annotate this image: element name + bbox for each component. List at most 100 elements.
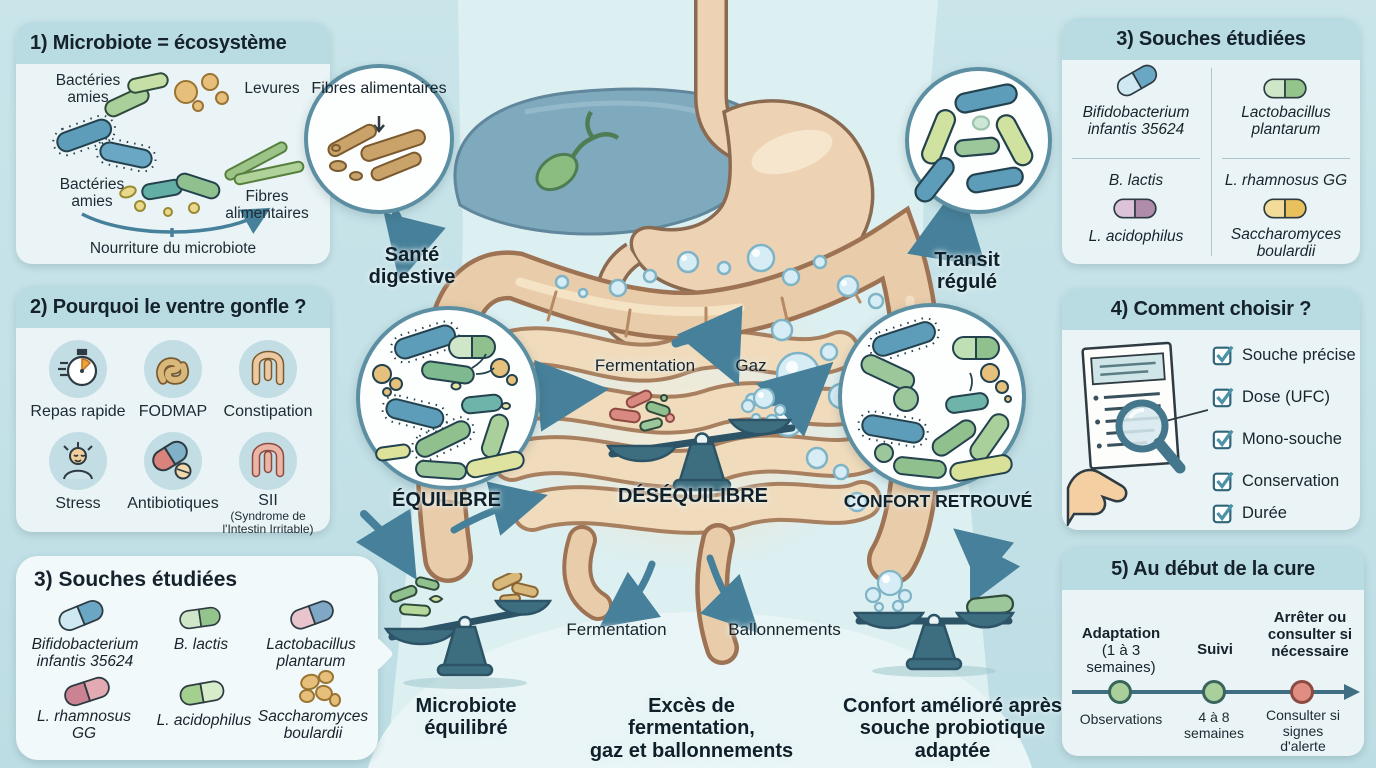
panel2-header: 2) Pourquoi le ventre gonfle ?: [16, 286, 330, 328]
intestine-icon: [144, 340, 202, 398]
checklist-item: Mono-souche: [1242, 429, 1342, 448]
step2-top: Suivi: [1197, 641, 1233, 658]
check-dose-ufc: Dose (UFC): [1212, 386, 1330, 408]
step1-subtitle: (1 à 3 semaines): [1086, 641, 1156, 676]
timeline-dot-suivi: [1202, 680, 1226, 704]
exces-line1: Excès de fermentation,: [628, 695, 755, 740]
strain-acidophilus: L. acidophilus: [1088, 228, 1184, 245]
strain-bifidobacterium: Bifidobacterium infantis 35624: [31, 636, 139, 671]
strain-b-lactis: B. lactis: [173, 636, 229, 653]
cause-constipation: Constipation: [218, 340, 318, 421]
repas-rapide-label: Repas rapide: [30, 403, 126, 420]
check-mono-souche: Mono-souche: [1212, 428, 1342, 450]
panel-souches-etudiees-left: 3) Souches étudiées Bifidobacterium infa…: [16, 556, 378, 760]
stopwatch-icon: [49, 340, 107, 398]
step3-top: Arrêter ou consulter si nécessaire: [1267, 609, 1353, 660]
step2-bottom: 4 à 8 semaines: [1184, 709, 1244, 741]
checklist-item: Durée: [1242, 503, 1287, 522]
cause-sii: SII (Syndrome de l'Intestin Irritable): [218, 432, 318, 535]
capsule-icon: [1258, 76, 1312, 101]
bacteries-amies-bottom-label: Bactéries amies: [59, 176, 125, 211]
cure-timeline: [1072, 680, 1360, 704]
yeast-icon: [294, 668, 344, 712]
microbiote-ecosystem-illustration: [52, 72, 305, 237]
check-conservation: Conservation: [1212, 470, 1339, 492]
capsule-icon: [173, 602, 228, 633]
exces-fermentation-label: Excès de fermentation, gaz et ballonneme…: [584, 695, 799, 762]
check-duree: Durée: [1212, 502, 1287, 524]
levures-label: Levures: [244, 80, 300, 97]
fibres-circle-label: Fibres alimentaires: [311, 80, 447, 97]
fodmap-label: FODMAP: [138, 403, 208, 420]
strain-saccharomyces: Saccharomyces boulardii: [257, 708, 369, 743]
equilibre-circle: [356, 306, 540, 490]
desequilibre-scale: [605, 388, 796, 492]
constipation-label: Constipation: [223, 403, 313, 420]
gallbladder: [535, 110, 620, 192]
panel-souches-etudiees-right: 3) Souches étudiées Bifidobacterium infa…: [1062, 18, 1360, 264]
checklist-item: Souche précise: [1242, 345, 1356, 364]
cause-stress: Stress: [28, 432, 128, 513]
sii-label: SII: [258, 492, 278, 509]
checklist-item: Dose (UFC): [1242, 387, 1331, 406]
confort-ameliore-label: Confort amélioré après souche probiotiqu…: [830, 695, 1075, 762]
panel-microbiote-ecosysteme: 1) Microbiote = écosystème: [16, 22, 330, 264]
sante-digestive-label: Santé digestive: [368, 244, 456, 289]
fibres-alimentaires-label: Fibres alimentaires: [225, 188, 309, 223]
panel3-right-title: 3) Souches étudiées: [1116, 27, 1306, 50]
stress-label: Stress: [55, 495, 101, 512]
fermentation-bottom-label: Fermentation: [566, 620, 667, 639]
checklist-item: Conservation: [1242, 471, 1340, 490]
healthy-bacteria-illustration: [857, 317, 1013, 482]
confort-retrouve-label: CONFORT RETROUVÉ: [843, 491, 1033, 511]
capsule-icon: [1258, 196, 1312, 221]
panel3-left-title: 3) Souches étudiées: [34, 568, 238, 591]
balanced-microbiota-scale: [383, 573, 553, 689]
cause-antibiotiques: Antibiotiques: [123, 432, 223, 513]
panel-debut-de-cure: 5) Au début de la cure Adaptation (1 à 3…: [1062, 548, 1364, 756]
panel5-header: 5) Au début de la cure: [1062, 548, 1364, 590]
pill-capsule-icon: [144, 432, 202, 490]
step1-title: Adaptation: [1081, 625, 1161, 642]
capsule-icon: [172, 675, 232, 710]
irritable-colon-icon: [239, 432, 297, 490]
digestive-system-illustration: [355, 0, 1032, 768]
timeline-dot-alerte: [1290, 680, 1314, 704]
document-magnifier-illustration: [1066, 341, 1208, 526]
checkbox-icon: [1212, 387, 1234, 408]
cause-repas-rapide: Repas rapide: [28, 340, 128, 421]
person-stress-icon: [49, 432, 107, 490]
strain-plantarum: Lactobacillus plantarum: [266, 636, 356, 671]
cause-fodmap: FODMAP: [123, 340, 223, 421]
panel4-title: 4) Comment choisir ?: [1110, 297, 1312, 320]
checkbox-icon: [1212, 503, 1234, 524]
strain-acidophilus: L. acidophilus: [156, 712, 252, 729]
checkbox-icon: [1212, 345, 1234, 366]
stomach: [629, 99, 875, 298]
checkbox-icon: [1212, 471, 1234, 492]
step1-top: Adaptation (1 à 3 semaines): [1066, 625, 1176, 676]
panel5-title: 5) Au début de la cure: [1111, 557, 1315, 580]
step3-bottom: Consulter si signes d'alerte: [1266, 707, 1340, 755]
step1-bottom: Observations: [1079, 711, 1163, 727]
equilibre-label: ÉQUILIBRE: [392, 489, 501, 511]
panel-pourquoi-ventre-gonfle: 2) Pourquoi le ventre gonfle ?: [16, 286, 330, 535]
strain-plantarum: Lactobacillus plantarum: [1241, 104, 1331, 139]
fibres-alimentaires-circle: Fibres alimentaires: [304, 64, 454, 214]
confort-retrouve-circle: [838, 303, 1026, 491]
panel1-title: 1) Microbiote = écosystème: [30, 31, 287, 54]
strain-bifidobacterium: Bifidobacterium infantis 35624: [1082, 104, 1190, 139]
confort-scale: [852, 569, 1016, 677]
capsule-icon: [1107, 56, 1166, 105]
gaz-label: Gaz: [735, 356, 767, 375]
microbiote-equilibre-label: Microbiote équilibré: [415, 695, 517, 740]
capsule-icon: [1108, 196, 1162, 221]
panel1-header: 1) Microbiote = écosystème: [16, 22, 330, 64]
confort-line2: souche probiotique adaptée: [859, 717, 1046, 762]
transit-regule-circle: [905, 67, 1052, 214]
sii-sublabel2: l'Intestin Irritable): [222, 521, 314, 536]
panel-comment-choisir: 4) Comment choisir ?: [1062, 288, 1360, 530]
nourriture-microbiote-label: Nourriture du microbiote: [89, 240, 257, 257]
desequilibre-label: DÉSÉQUILIBRE: [617, 485, 769, 507]
